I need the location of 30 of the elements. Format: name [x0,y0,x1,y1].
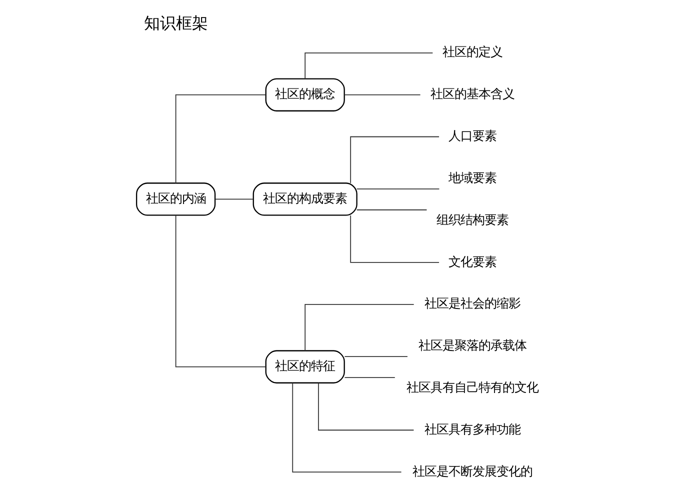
connector [356,209,428,210]
connector [350,215,440,263]
connector [350,136,440,184]
connector [356,188,440,190]
node-text: 社区是聚落的承载体 [418,338,526,353]
node-box: 社区的特征 [265,350,345,384]
connector [344,356,408,357]
connector [304,304,414,352]
connector [214,198,254,200]
node-box: 社区的内涵 [136,182,216,216]
node-text: 社区的定义 [442,44,502,60]
connector [175,214,266,368]
connector [344,94,421,96]
node-box: 社区的构成要素 [252,182,358,216]
node-text: 人口要素 [448,128,496,144]
diagram-title: 知识框架 [144,13,208,32]
connector [292,382,402,472]
connector [344,377,396,378]
node-box: 社区的概念 [265,78,345,112]
node-text: 社区具有自己特有的文化 [406,380,538,395]
node-text: 文化要素 [448,254,496,269]
node-text: 社区的基本含义 [430,86,514,102]
node-text: 社区是社会的缩影 [424,296,520,311]
connector [175,94,266,184]
node-text: 地域要素 [448,170,496,185]
node-text: 组织结构要素 [436,212,508,227]
connector [304,52,434,80]
connector [318,382,414,431]
node-text: 社区是不断发展变化的 [412,463,532,478]
node-text: 社区具有多种功能 [424,421,520,436]
